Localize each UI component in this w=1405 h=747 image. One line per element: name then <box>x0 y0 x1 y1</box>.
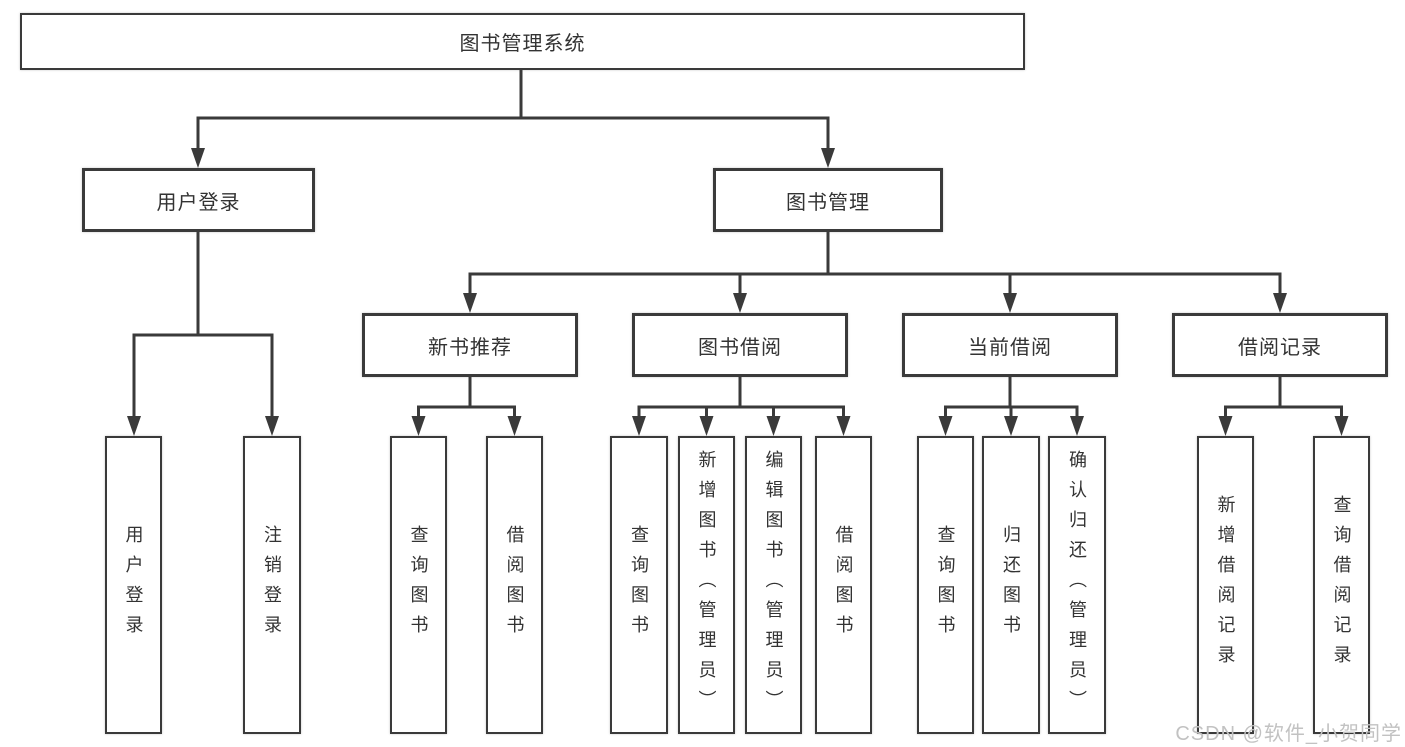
node-new-book-recommend-label: 新书推荐 <box>428 336 512 359</box>
leaf-borrow-add-book-admin: 新增图书（管理员） <box>678 436 735 734</box>
connector-borrowing-records-to-leaves <box>1218 375 1349 436</box>
node-root-label: 图书管理系统 <box>459 33 586 55</box>
connector-root-to-level2 <box>191 68 835 168</box>
leaf-current-return-book-label: 归还图书 <box>1001 525 1021 645</box>
leaf-records-add-record: 新增借阅记录 <box>1197 436 1254 734</box>
leaf-logout-label: 注销登录 <box>262 525 282 645</box>
node-new-book-recommend: 新书推荐 <box>362 313 578 377</box>
leaf-current-query-book: 查询图书 <box>917 436 974 734</box>
node-current-borrowing-label: 当前借阅 <box>968 336 1052 359</box>
leaf-current-return-book: 归还图书 <box>982 436 1040 734</box>
leaf-borrow-add-book-admin-label: 新增图书（管理员） <box>696 450 717 720</box>
leaf-records-add-record-label: 新增借阅记录 <box>1215 495 1236 675</box>
leaf-logout: 注销登录 <box>243 436 301 734</box>
connector-new-book-recommend-to-leaves <box>411 375 522 436</box>
node-user-login: 用户登录 <box>82 168 315 232</box>
leaf-records-query-record-label: 查询借阅记录 <box>1331 495 1352 675</box>
leaf-newrec-borrow-book-label: 借阅图书 <box>504 525 525 645</box>
leaf-borrow-query-book-label: 查询图书 <box>629 525 649 645</box>
node-borrowing-records-label: 借阅记录 <box>1238 336 1322 359</box>
leaf-borrow-edit-book-admin-label: 编辑图书（管理员） <box>763 450 784 720</box>
leaf-borrow-edit-book-admin: 编辑图书（管理员） <box>745 436 802 734</box>
leaf-records-query-record: 查询借阅记录 <box>1313 436 1370 734</box>
leaf-current-confirm-return-admin: 确认归还（管理员） <box>1048 436 1106 734</box>
node-book-borrowing: 图书借阅 <box>632 313 848 377</box>
leaf-borrow-borrow-book: 借阅图书 <box>815 436 872 734</box>
node-book-management: 图书管理 <box>713 168 943 232</box>
node-borrowing-records: 借阅记录 <box>1172 313 1388 377</box>
node-book-borrowing-label: 图书借阅 <box>698 336 782 359</box>
node-current-borrowing: 当前借阅 <box>902 313 1118 377</box>
leaf-newrec-query-book-label: 查询图书 <box>408 525 429 645</box>
leaf-current-query-book-label: 查询图书 <box>935 525 956 645</box>
leaf-borrow-query-book: 查询图书 <box>610 436 668 734</box>
leaf-borrow-borrow-book-label: 借阅图书 <box>833 525 854 645</box>
connector-current-borrowing-to-leaves <box>938 375 1084 436</box>
connector-book-borrowing-to-leaves <box>632 375 851 436</box>
leaf-current-confirm-return-admin-label: 确认归还（管理员） <box>1067 450 1087 720</box>
leaf-newrec-borrow-book: 借阅图书 <box>486 436 543 734</box>
node-user-login-label: 用户登录 <box>156 191 241 214</box>
leaf-user-login-label: 用户登录 <box>123 525 144 645</box>
watermark-text: CSDN @软件_小贺同学 <box>1175 723 1402 745</box>
node-root-library-management-system: 图书管理系统 <box>20 13 1025 70</box>
leaf-user-login: 用户登录 <box>105 436 162 734</box>
connector-book-management-to-level3 <box>463 230 1287 313</box>
connector-user-login-to-leaves <box>127 230 279 436</box>
leaf-newrec-query-book: 查询图书 <box>390 436 447 734</box>
node-book-management-label: 图书管理 <box>786 191 870 214</box>
